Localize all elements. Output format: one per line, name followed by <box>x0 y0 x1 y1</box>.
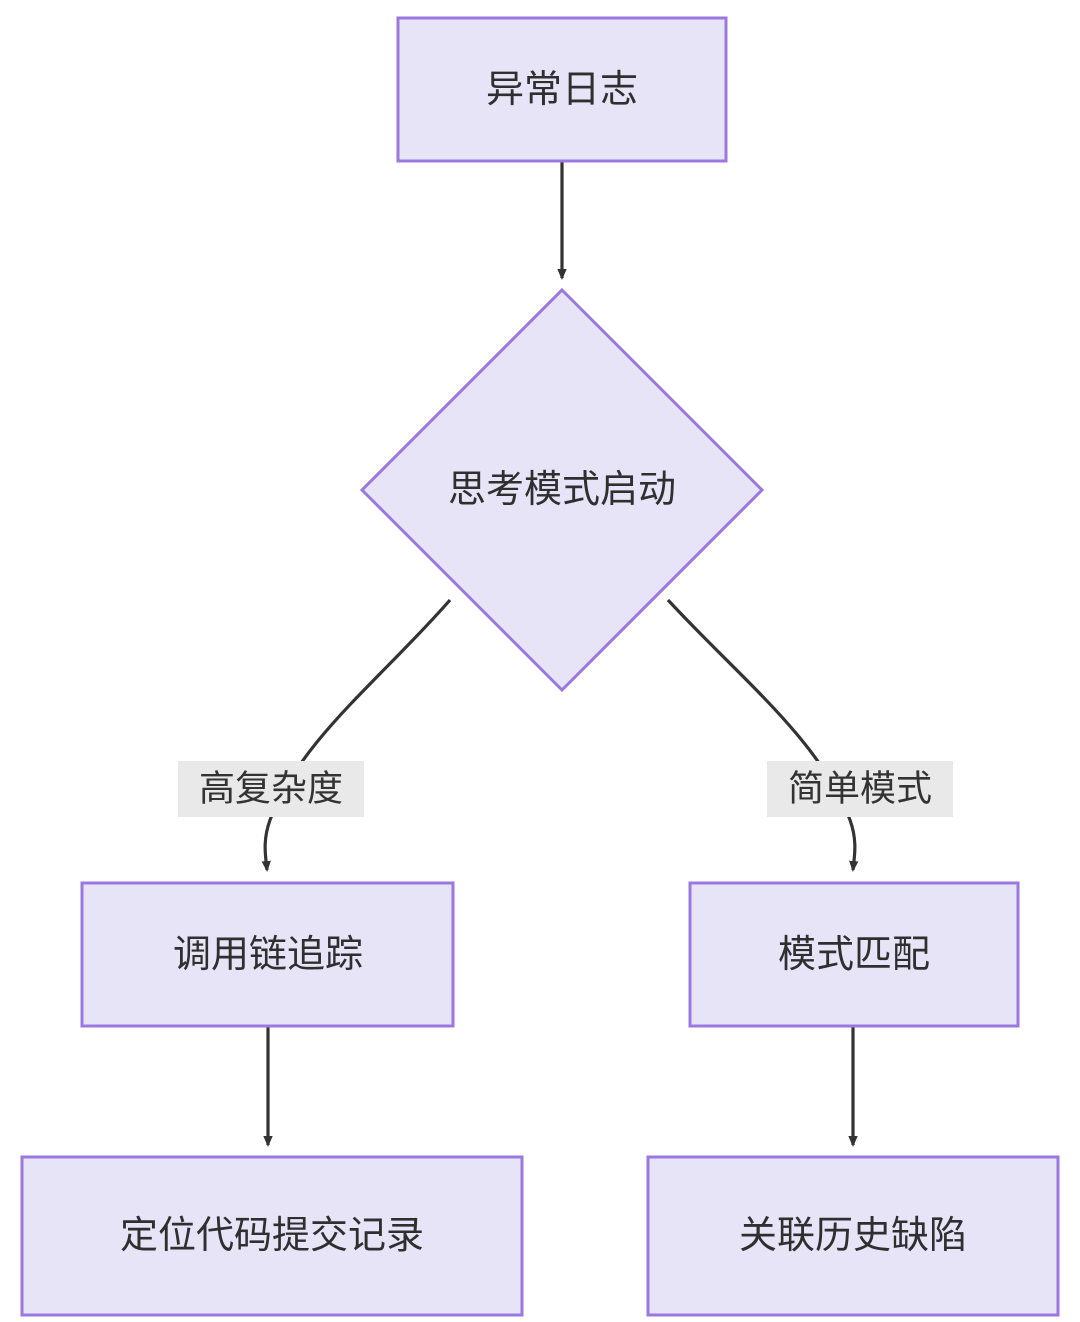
edge-label-simple-mode-text: 简单模式 <box>788 768 932 809</box>
node-locate-commit-record[interactable]: 定位代码提交记录 <box>20 1155 524 1317</box>
node-locate-commit-record-label: 定位代码提交记录 <box>120 1215 424 1257</box>
node-locate-commit-record-shape <box>20 1155 524 1317</box>
node-link-historical-defects-shape <box>646 1155 1060 1317</box>
node-pattern-match-shape <box>688 881 1020 1028</box>
edge-label-high-complexity: 高复杂度 <box>178 761 364 817</box>
edge-label-high-complexity-bg <box>178 761 364 817</box>
edge-label-high-complexity-text: 高复杂度 <box>199 768 343 809</box>
edge-thinking-to-trace <box>261 598 452 872</box>
node-exception-log-label: 异常日志 <box>486 69 638 111</box>
node-exception-log-shape <box>396 16 728 163</box>
node-call-chain-trace[interactable]: 调用链追踪 <box>80 881 455 1028</box>
node-call-chain-trace-shape <box>80 881 455 1028</box>
node-exception-log[interactable]: 异常日志 <box>396 16 728 163</box>
edge-label-simple-mode-bg <box>767 761 953 817</box>
node-pattern-match-label: 模式匹配 <box>778 934 930 976</box>
node-thinking-mode[interactable]: 思考模式启动 <box>359 287 765 693</box>
edge-thinking-to-pattern <box>666 598 859 872</box>
node-pattern-match[interactable]: 模式匹配 <box>688 881 1020 1028</box>
node-thinking-mode-shape <box>359 287 765 693</box>
node-call-chain-trace-label: 调用链追踪 <box>173 934 363 976</box>
edge-label-simple-mode: 简单模式 <box>767 761 953 817</box>
node-link-historical-defects[interactable]: 关联历史缺陷 <box>646 1155 1060 1317</box>
node-thinking-mode-label: 思考模式启动 <box>448 469 676 511</box>
node-link-historical-defects-label: 关联历史缺陷 <box>739 1215 967 1257</box>
